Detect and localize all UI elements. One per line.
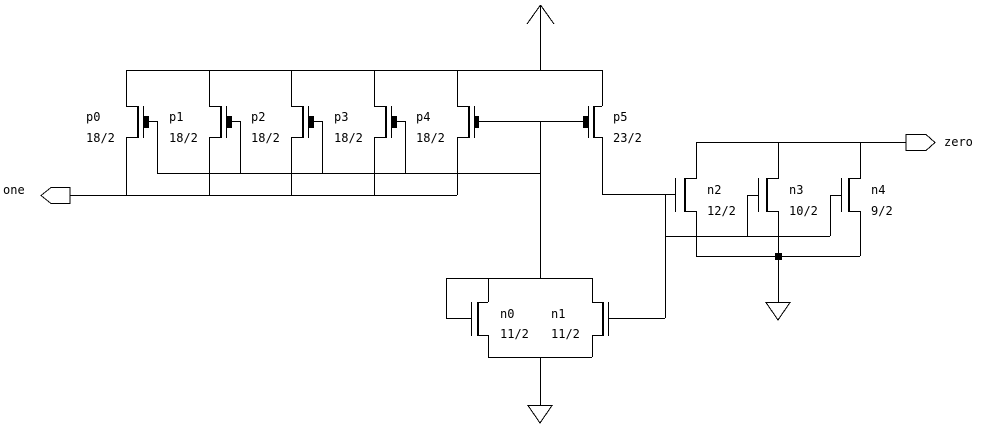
nmos-n4 — [830, 142, 861, 256]
transistor-name: n2 — [707, 183, 721, 197]
transistor-name: p5 — [613, 110, 627, 124]
nmos-n1 — [592, 278, 665, 357]
transistor-size: 18/2 — [169, 131, 198, 145]
ground-symbol-bottom — [527, 357, 553, 424]
transistor-name: p3 — [334, 110, 348, 124]
vdd-supply-arrow — [526, 4, 555, 70]
transistor-name: p2 — [251, 110, 265, 124]
input-port-label: one — [3, 183, 25, 197]
nmos-n0 — [446, 278, 489, 357]
pmos-p4 — [457, 70, 479, 195]
transistor-name: p1 — [169, 110, 183, 124]
pmos-p0 — [126, 70, 158, 195]
transistor-name: n1 — [551, 307, 565, 321]
output-port-label: zero — [944, 135, 973, 149]
transistor-size: 10/2 — [789, 204, 818, 218]
transistor-name: n3 — [789, 183, 803, 197]
transistor-name: n4 — [871, 183, 885, 197]
input-port-icon — [40, 187, 71, 204]
transistor-size: 18/2 — [86, 131, 115, 145]
pmos-p2 — [291, 70, 323, 195]
pmos-p5 — [583, 70, 603, 194]
transistor-size: 11/2 — [500, 327, 529, 341]
pmos-p1 — [209, 70, 241, 195]
ground-symbol-right — [765, 256, 791, 321]
transistor-name: p0 — [86, 110, 100, 124]
transistor-size: 18/2 — [251, 131, 280, 145]
pmos-p3 — [374, 70, 406, 195]
transistor-name: p4 — [416, 110, 430, 124]
transistor-size: 9/2 — [871, 204, 893, 218]
transistor-size: 18/2 — [416, 131, 445, 145]
nmos-n3 — [747, 142, 779, 256]
nmos-n2 — [675, 142, 697, 256]
transistor-size: 11/2 — [551, 327, 580, 341]
transistor-size: 23/2 — [613, 131, 642, 145]
output-port-icon — [905, 134, 936, 151]
transistor-size: 18/2 — [334, 131, 363, 145]
transistor-size: 12/2 — [707, 204, 736, 218]
transistor-name: n0 — [500, 307, 514, 321]
